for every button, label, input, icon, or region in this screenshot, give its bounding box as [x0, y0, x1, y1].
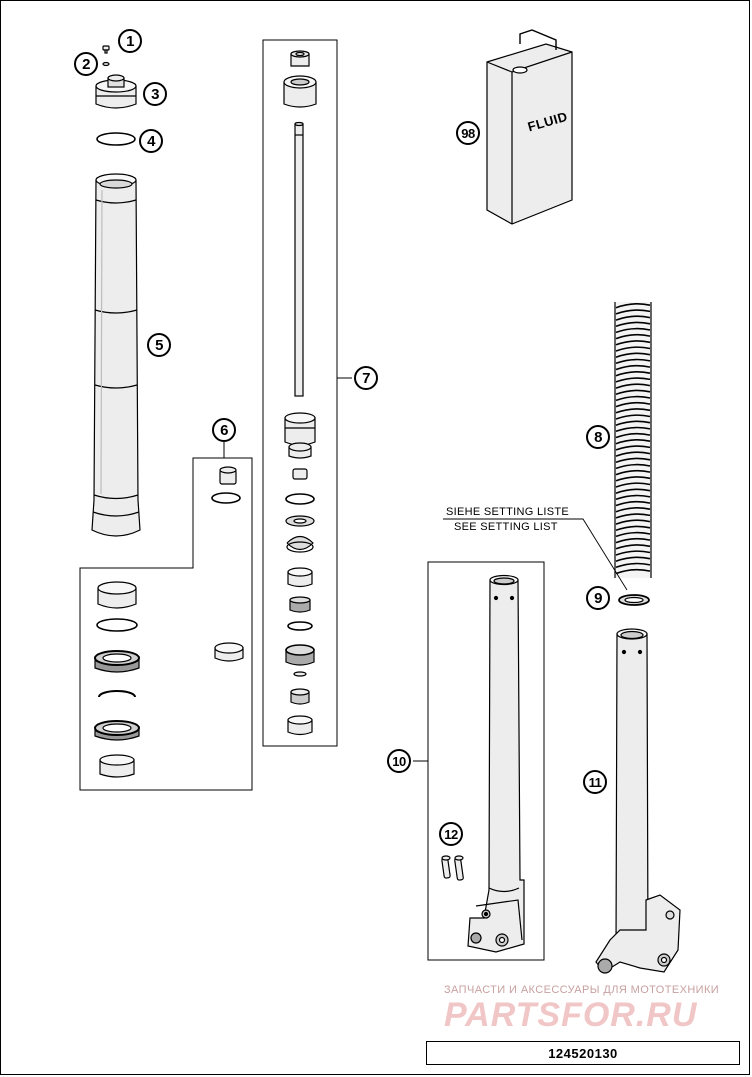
group-6-parts: [94, 466, 244, 778]
part-12-bolts: [441, 855, 464, 881]
part-7-cartridge: [283, 50, 317, 736]
part-11-outer-tube: [595, 628, 681, 974]
group-7-box: [262, 39, 338, 747]
callout-98: 98: [456, 121, 480, 145]
group-10-box: [427, 561, 545, 961]
callout-5: 5: [147, 333, 171, 357]
part-4-o-ring: [96, 132, 136, 146]
part-5-upper-fork-tube: [91, 173, 141, 537]
callout-10: 10: [387, 749, 411, 773]
part-number: 124520130: [426, 1041, 740, 1065]
callout-3: 3: [143, 82, 167, 106]
watermark-logo: PARTSFOR.RU: [444, 996, 698, 1034]
callout-9: 9: [586, 586, 610, 610]
setting-note-de: SIEHE SETTING LISTE: [446, 506, 570, 518]
part-3-screw-cap: [95, 74, 137, 109]
callout-2: 2: [74, 52, 98, 76]
callout-11: 11: [583, 770, 607, 794]
part-2-washer: [102, 61, 110, 67]
part-9-spacer-ring: [443, 518, 650, 606]
callout-8: 8: [586, 425, 610, 449]
callout-7: 7: [354, 366, 378, 390]
part-98-fluid-canister: [486, 29, 573, 225]
watermark-text: ЗАПЧАСТИ И АКСЕССУАРЫ ДЛЯ МОТОТЕХНИКИ: [444, 984, 720, 996]
part-1-screw: [102, 45, 110, 54]
group-6-bracket: [79, 442, 253, 791]
part-10-outer-tube: [467, 574, 525, 953]
callout-4: 4: [139, 129, 163, 153]
setting-note-en: SEE SETTING LIST: [454, 521, 558, 533]
callout-1: 1: [118, 29, 142, 53]
part-8-fork-spring: [614, 302, 652, 578]
callout-6: 6: [212, 418, 236, 442]
callout-12: 12: [439, 822, 463, 846]
